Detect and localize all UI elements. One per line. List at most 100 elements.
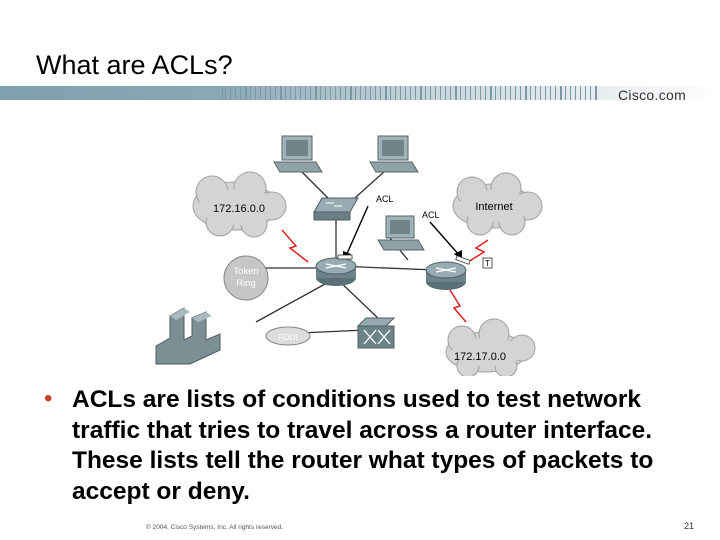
- header-bar-stripe: [300, 86, 301, 100]
- header-bar-stripe: [235, 86, 236, 100]
- header-bar-stripe: [365, 86, 366, 100]
- slide-title: What are ACLs?: [36, 50, 233, 80]
- header-bar-stripe: [505, 86, 506, 100]
- header-bar-stripe: [310, 86, 311, 100]
- header-bar-stripe: [440, 86, 441, 100]
- token-ring-label-1: Token: [233, 266, 258, 277]
- interface-box: [482, 257, 493, 269]
- bullet-dot-icon: •: [44, 385, 53, 412]
- header-bar-stripe: [455, 86, 457, 100]
- page-number: 21: [684, 521, 695, 531]
- interface-marker-right: [455, 255, 471, 265]
- cloud-172-16-label: 172.16.0.0: [213, 203, 265, 215]
- header-bar-stripe: [560, 86, 562, 100]
- header-bar-stripe: [510, 86, 511, 100]
- header-bar-stripe: [425, 86, 426, 100]
- header-bar-stripe: [465, 86, 466, 100]
- header-bar-stripe: [520, 86, 521, 100]
- header-bar-stripe: [230, 86, 231, 100]
- header-bar-stripe: [585, 86, 586, 100]
- router-icon-left: [315, 257, 357, 286]
- pc-icon-top-left: [273, 135, 323, 173]
- header-bar-stripe: [485, 86, 486, 100]
- fddi-ring: FDDI: [265, 326, 311, 346]
- header-bar-stripe: [370, 86, 371, 100]
- mainframe-icon: [155, 307, 221, 365]
- header-bar-stripe: [355, 86, 356, 100]
- header-bar-stripe: [275, 86, 276, 100]
- header-bar-stripe: [335, 86, 336, 100]
- header-bar-stripe: [515, 86, 516, 100]
- header-bar-stripe: [295, 86, 296, 100]
- header-bar-stripe: [445, 86, 446, 100]
- header-bar-stripe: [550, 86, 551, 100]
- cloud-172-17-label: 172.17.0.0: [454, 351, 506, 363]
- header-bar-stripe: [490, 86, 492, 100]
- bullet-text: ACLs are lists of conditions used to tes…: [72, 386, 654, 505]
- header-bar-stripe: [480, 86, 481, 100]
- header-bar-stripe: [540, 86, 541, 100]
- header-bar-stripe: [345, 86, 346, 100]
- header-bar-stripe: [390, 86, 391, 100]
- header-bar-stripe: [325, 86, 326, 100]
- header-bar-stripe: [475, 86, 476, 100]
- header-bar-stripe: [250, 86, 251, 100]
- header-bar-stripe: [535, 86, 536, 100]
- cloud-internet-label: Internet: [475, 201, 512, 213]
- cisco-logo: Cisco.com: [618, 87, 687, 103]
- header-bar-stripe: [222, 86, 223, 100]
- network-diagram: 172.16.0.0 Internet 172.17.0.0: [155, 135, 543, 376]
- cloud-internet: Internet: [452, 172, 543, 236]
- header-bar-stripe: [280, 86, 282, 100]
- header-bar-stripe: [385, 86, 387, 100]
- header-bar-stripe: [565, 86, 566, 100]
- acl-label-2: ACL: [422, 210, 440, 220]
- header-bar-stripe: [255, 86, 256, 100]
- header-bar-stripe: [330, 86, 331, 100]
- header-bar-stripe: [340, 86, 341, 100]
- interface-marker-left: [337, 254, 353, 260]
- header-bar-stripe: [400, 86, 401, 100]
- cloud-172-16: 172.16.0.0: [192, 171, 287, 238]
- header-bar-stripe: [395, 86, 396, 100]
- header-bar-stripe: [360, 86, 361, 100]
- header-bar-stripe: [315, 86, 317, 100]
- atm-switch-icon: [356, 317, 396, 349]
- router-icon-right: [425, 261, 467, 290]
- header-bar-stripe: [470, 86, 471, 100]
- cloud-172-17: 172.17.0.0: [445, 318, 536, 376]
- acl-label-1: ACL: [376, 194, 394, 204]
- header-bar-stripe: [545, 86, 546, 100]
- header-bar-stripe: [575, 86, 576, 100]
- header-bar-stripe: [380, 86, 381, 100]
- header-bar-stripe: [570, 86, 571, 100]
- header-bar-stripe: [530, 86, 531, 100]
- header-bar-stripe: [430, 86, 431, 100]
- header-bar-stripe: [495, 86, 496, 100]
- token-ring: Token Ring: [223, 255, 269, 301]
- header-bar-stripe: [260, 86, 261, 100]
- header-bar-stripe: [245, 86, 247, 100]
- serial-links: [281, 229, 489, 323]
- header-bar-stripe: [525, 86, 527, 100]
- header-bar-stripe: [305, 86, 306, 100]
- interface-mark-label: T: [485, 259, 490, 268]
- switch-icon: [313, 197, 359, 221]
- pc-icon-middle: [377, 215, 425, 251]
- fddi-label: FDDI: [278, 332, 298, 342]
- copyright-footer: © 2004, Cisco Systems, Inc. All rights r…: [146, 524, 284, 531]
- header-bar-stripe: [225, 86, 226, 100]
- header-bar-stripe: [580, 86, 581, 100]
- header-bar-stripe: [450, 86, 451, 100]
- header-bar-stripe: [290, 86, 291, 100]
- header-bar-stripe: [265, 86, 266, 100]
- header-bar-stripe: [555, 86, 556, 100]
- header-bar-stripe: [460, 86, 461, 100]
- header-bar-stripe: [590, 86, 591, 100]
- header-bar-stripe: [410, 86, 411, 100]
- header-bar-stripe: [240, 86, 241, 100]
- header-bar: [0, 86, 720, 100]
- header-bar-stripe: [500, 86, 501, 100]
- token-ring-label-2: Ring: [236, 278, 256, 289]
- header-bar-stripe: [415, 86, 416, 100]
